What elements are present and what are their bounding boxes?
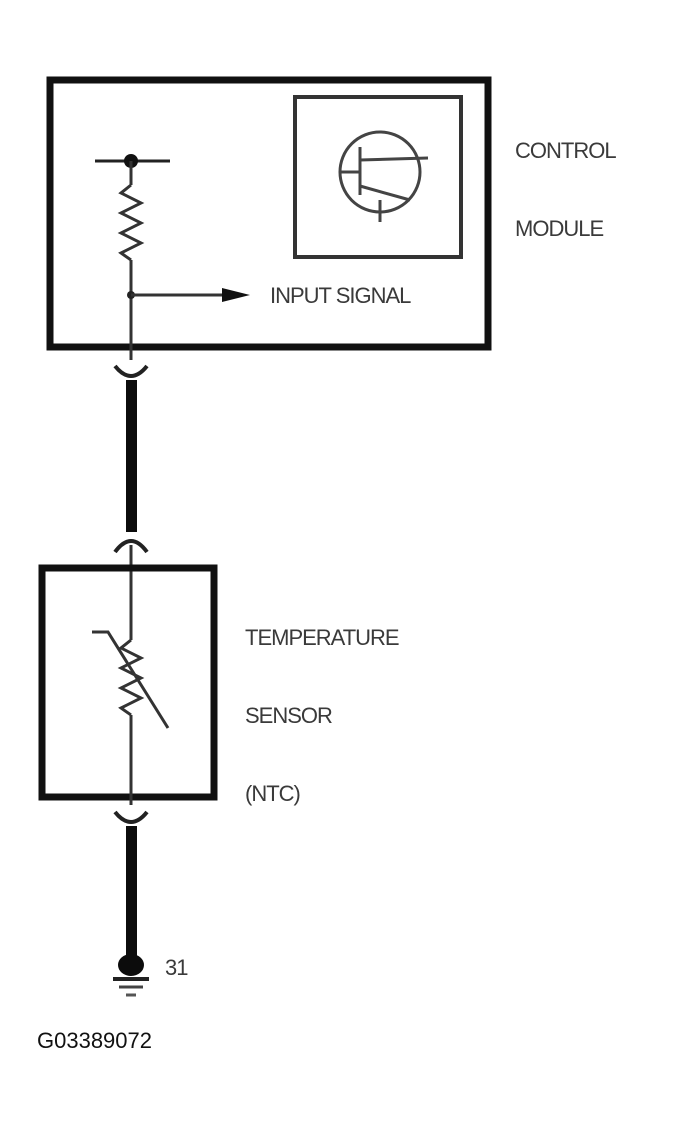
temperature-sensor-box [38, 564, 218, 801]
control-module-label: CONTROL MODULE [515, 138, 617, 241]
connector-module-bottom [113, 364, 149, 378]
ntc-thermistor [117, 638, 145, 717]
temperature-sensor-label: TEMPERATURE SENSOR (NTC) [245, 625, 400, 806]
ground-terminal-label: 31 [165, 955, 189, 980]
transistor-icon [338, 130, 429, 222]
thermistor-variable-arrow [92, 630, 170, 729]
pull-up-resistor [117, 183, 145, 262]
connector-sensor-top [113, 539, 149, 554]
wire-module-to-sensor [126, 380, 137, 532]
ground-icon [113, 954, 149, 997]
input-signal-arrow [222, 288, 250, 302]
processor-box [293, 95, 463, 259]
control-module-box [46, 76, 492, 351]
input-signal-label: INPUT SIGNAL [270, 283, 411, 308]
wire-sensor-to-ground [126, 826, 137, 960]
figure-id: G03389072 [37, 1028, 152, 1053]
connector-sensor-bottom [113, 810, 149, 824]
